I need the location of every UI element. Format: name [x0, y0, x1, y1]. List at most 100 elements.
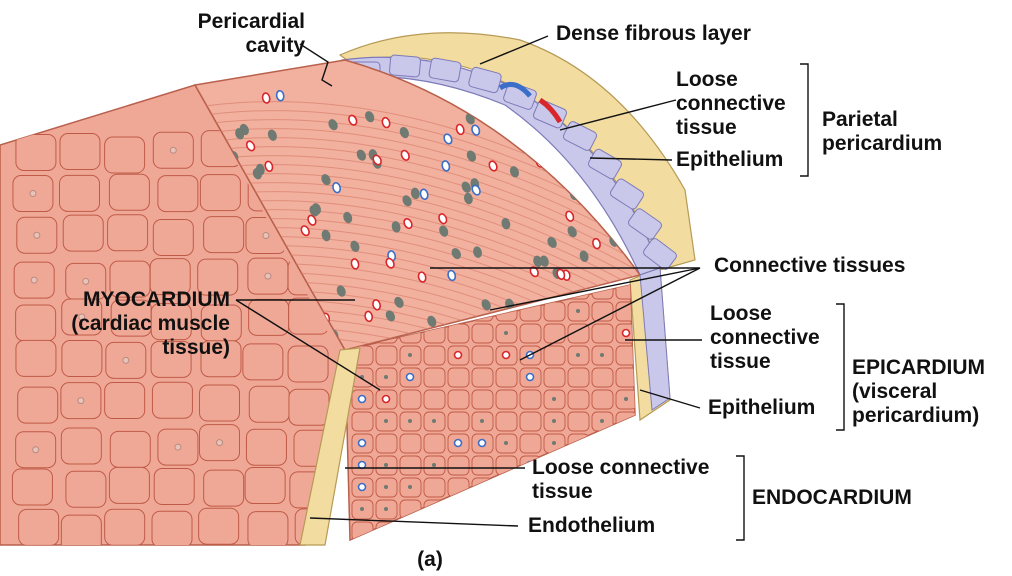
- label-pericardial-cavity: Pericardial cavity: [180, 10, 305, 58]
- muscle-cell: [568, 390, 589, 409]
- capillary: [479, 528, 486, 535]
- capillary: [527, 374, 534, 381]
- nucleus: [480, 419, 484, 423]
- muscle-cell: [472, 544, 493, 563]
- muscle-cell: [204, 217, 244, 253]
- muscle-cell: [19, 509, 59, 545]
- cell-nucleus: [263, 233, 269, 239]
- muscle-cell: [107, 552, 147, 576]
- muscle-cell: [400, 500, 421, 519]
- muscle-cell: [61, 515, 101, 551]
- muscle-cell: [249, 386, 289, 422]
- capillary: [383, 528, 390, 535]
- nucleus: [384, 507, 388, 511]
- muscle-cell: [400, 390, 421, 409]
- capillary: [479, 506, 486, 513]
- label-endothelium: Endothelium: [528, 514, 655, 538]
- cell-nucleus: [83, 278, 89, 284]
- muscle-cell: [58, 554, 98, 576]
- muscle-cell: [60, 134, 100, 170]
- muscle-cell: [448, 544, 469, 563]
- label-parietal-epithelium: Epithelium: [676, 148, 783, 172]
- nucleus: [513, 128, 522, 139]
- muscle-cell: [105, 509, 145, 545]
- nucleus: [576, 353, 580, 357]
- muscle-cell: [544, 368, 565, 387]
- muscle-cell: [448, 500, 469, 519]
- muscle-cell: [448, 390, 469, 409]
- cell-nucleus: [33, 447, 39, 453]
- muscle-cell: [199, 508, 239, 544]
- label-parietal-pericardium: Parietal pericardium: [822, 108, 942, 156]
- muscle-cell: [243, 344, 283, 380]
- nucleus: [384, 485, 388, 489]
- nucleus: [552, 441, 556, 445]
- nucleus: [360, 507, 364, 511]
- muscle-cell: [592, 368, 613, 387]
- muscle-cell: [496, 412, 517, 431]
- muscle-cell: [544, 346, 565, 365]
- nucleus: [432, 419, 436, 423]
- muscle-cell: [592, 390, 613, 409]
- capillary: [383, 396, 390, 403]
- nucleus: [624, 397, 628, 401]
- capillary: [359, 396, 366, 403]
- muscle-cell: [340, 555, 380, 576]
- nucleus: [552, 419, 556, 423]
- muscle-cell: [424, 522, 445, 541]
- label-dense-fibrous-layer: Dense fibrous layer: [556, 22, 751, 46]
- muscle-cell: [424, 500, 445, 519]
- muscle-cell: [376, 346, 397, 365]
- cell-nucleus: [217, 440, 223, 446]
- muscle-cell: [472, 478, 493, 497]
- nucleus: [504, 441, 508, 445]
- capillary: [407, 374, 414, 381]
- capillary: [359, 550, 366, 557]
- cell-nucleus: [357, 570, 363, 576]
- cell-nucleus: [34, 232, 40, 238]
- muscle-cell: [110, 431, 150, 467]
- muscle-cell: [154, 552, 194, 576]
- muscle-cell: [472, 346, 493, 365]
- panel-letter: (a): [410, 548, 450, 572]
- nucleus: [384, 375, 388, 379]
- muscle-cell: [520, 544, 541, 563]
- muscle-cell: [448, 478, 469, 497]
- cell-nucleus: [175, 444, 181, 450]
- muscle-cell: [424, 390, 445, 409]
- muscle-cell: [245, 467, 285, 503]
- muscle-cell: [592, 324, 613, 343]
- muscle-cell: [61, 428, 101, 464]
- muscle-cell: [60, 175, 100, 211]
- muscle-cell: [105, 383, 145, 419]
- muscle-cell: [616, 544, 637, 563]
- muscle-cell: [568, 544, 589, 563]
- nucleus: [600, 419, 604, 423]
- muscle-cell: [108, 215, 148, 251]
- muscle-cell: [154, 469, 194, 505]
- muscle-cell: [496, 500, 517, 519]
- nucleus: [432, 463, 436, 467]
- muscle-cell: [640, 544, 661, 563]
- muscle-cell: [63, 215, 103, 251]
- muscle-cell: [376, 522, 397, 541]
- nucleus: [456, 551, 460, 555]
- muscle-cell: [496, 390, 517, 409]
- muscle-cell: [448, 412, 469, 431]
- label-endocardium-loose-connective-tissue: Loose connective tissue: [532, 456, 709, 504]
- muscle-cell: [496, 478, 517, 497]
- muscle-cell: [424, 368, 445, 387]
- cell-nucleus: [31, 277, 37, 283]
- nucleus: [576, 309, 580, 313]
- capillary: [359, 440, 366, 447]
- muscle-cell: [16, 134, 56, 170]
- capillary: [455, 440, 462, 447]
- muscle-cell: [152, 511, 192, 547]
- muscle-cell: [568, 368, 589, 387]
- muscle-cell: [250, 556, 290, 576]
- label-epicardium-loose-connective-tissue: Loose connective tissue: [710, 302, 820, 374]
- muscle-cell: [640, 434, 661, 453]
- muscle-cell: [289, 552, 329, 576]
- muscle-cell: [424, 434, 445, 453]
- muscle-cell: [544, 302, 565, 321]
